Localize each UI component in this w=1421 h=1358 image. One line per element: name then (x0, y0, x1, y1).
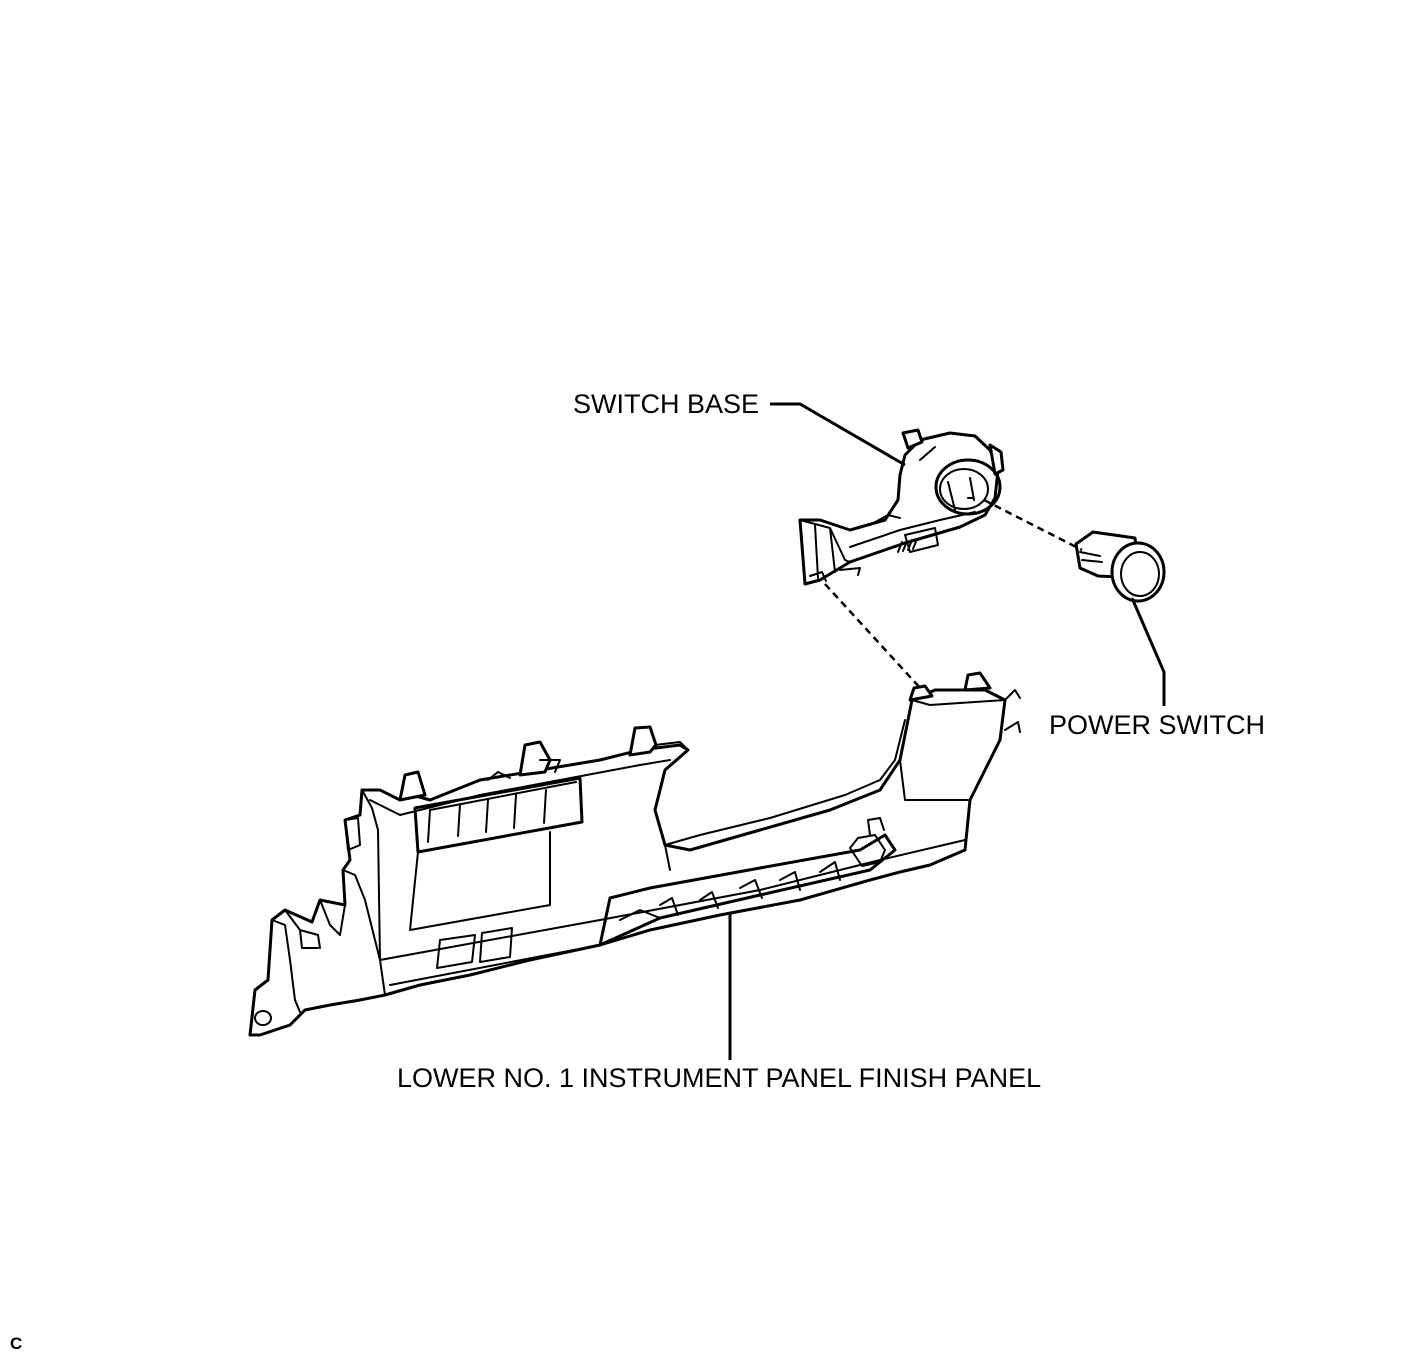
power-switch-label: POWER SWITCH (1049, 710, 1265, 740)
connection-line-switch-to-base (983, 498, 1083, 552)
connection-line-switch-base-to-panel (824, 583, 923, 691)
leader-switch-base (770, 402, 906, 467)
power-switch-part (1074, 530, 1166, 603)
switch-base-part (798, 428, 1005, 586)
lower-panel-part (248, 671, 1021, 1037)
leader-power-switch (1130, 597, 1166, 706)
switch-base-label: SWITCH BASE (573, 389, 760, 419)
corner-mark: C (10, 1334, 23, 1353)
lower-panel-label: LOWER NO. 1 INSTRUMENT PANEL FINISH PANE… (397, 1063, 1042, 1093)
